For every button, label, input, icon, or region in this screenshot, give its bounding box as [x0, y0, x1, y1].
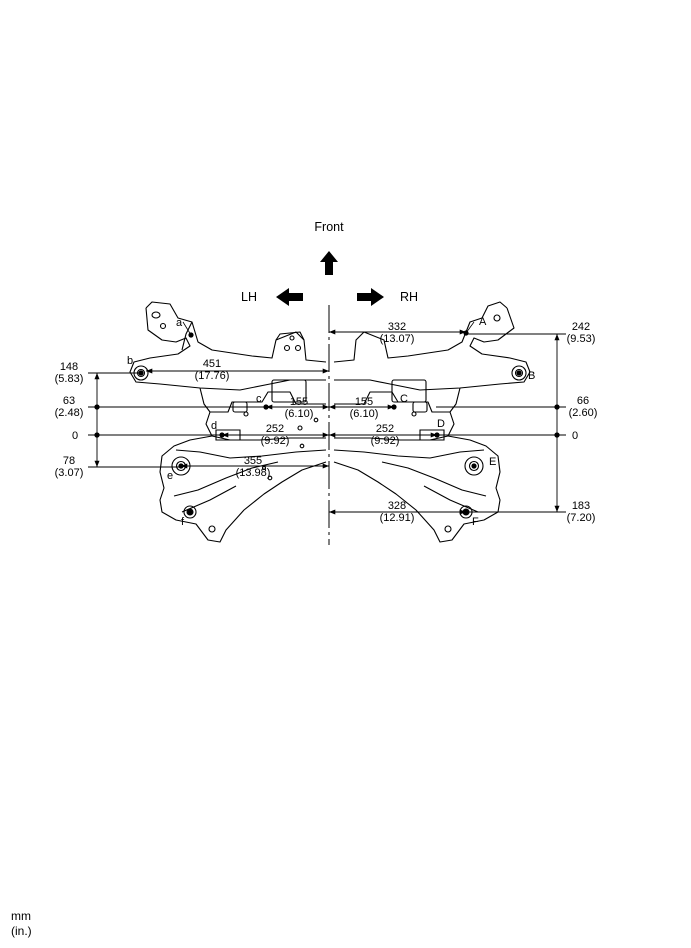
dim-252-left-in: (9.92) [261, 435, 290, 447]
point-a: a [176, 317, 183, 329]
point-D: D [437, 418, 445, 430]
point-labels: A B C D E F a b c d e f [127, 316, 535, 528]
dim-183-mm: 183 [572, 500, 590, 512]
point-d: d [211, 420, 217, 432]
point-C: C [400, 393, 408, 405]
rh-label: RH [400, 290, 418, 304]
point-F: F [472, 516, 479, 528]
dim-242-mm: 242 [572, 321, 590, 333]
leader-a [182, 321, 192, 336]
dim-451-in: (17.76) [195, 370, 230, 382]
dim-155-right-in: (6.10) [350, 408, 379, 420]
dim-155-left-mm: 155 [290, 396, 308, 408]
lh-label: LH [241, 290, 257, 304]
units-in: (in.) [11, 924, 32, 938]
dimension-labels: 332 (13.07) 242 (9.53) 148 (5.83) 451 (1… [55, 321, 598, 524]
dim-zero-left: 0 [72, 430, 78, 442]
dim-252-left-mm: 252 [266, 423, 284, 435]
horizontal-dimensions [146, 329, 466, 515]
dim-355-in: (13.98) [236, 467, 271, 479]
front-arrow-icon [320, 251, 338, 275]
dim-155-right-mm: 155 [355, 396, 373, 408]
dim-66-in: (2.60) [569, 407, 598, 419]
dim-zero-right: 0 [572, 430, 578, 442]
point-c: c [256, 393, 262, 405]
leader-A [465, 321, 475, 334]
right-vertical-dimensions [554, 334, 560, 512]
left-vertical-dimensions [94, 373, 100, 467]
dim-155-left-in: (6.10) [285, 408, 314, 420]
measurement-points [138, 330, 522, 515]
reference-lines [88, 333, 566, 513]
dim-63-in: (2.48) [55, 407, 84, 419]
point-B: B [528, 370, 535, 382]
front-label: Front [314, 220, 344, 234]
point-f: f [181, 516, 185, 528]
dim-66-mm: 66 [577, 395, 589, 407]
point-b: b [127, 355, 133, 367]
dim-148-mm: 148 [60, 361, 78, 373]
dim-78-in: (3.07) [55, 467, 84, 479]
dim-183-in: (7.20) [567, 512, 596, 524]
units-legend: mm (in.) [11, 909, 32, 939]
point-A: A [479, 316, 487, 328]
dim-252-right-in: (9.92) [371, 435, 400, 447]
dim-78-mm: 78 [63, 455, 75, 467]
dim-328-mm: 328 [388, 500, 406, 512]
dim-328-in: (12.91) [380, 512, 415, 524]
dim-242-in: (9.53) [567, 333, 596, 345]
units-mm: mm [11, 909, 31, 923]
dim-148-in: (5.83) [55, 373, 84, 385]
dim-451-mm: 451 [203, 358, 221, 370]
bushings [133, 365, 527, 519]
dim-252-right-mm: 252 [376, 423, 394, 435]
dim-332-in: (13.07) [380, 333, 415, 345]
dim-63-mm: 63 [63, 395, 75, 407]
point-e: e [167, 470, 173, 482]
point-E: E [489, 456, 496, 468]
crossmember-outline [129, 301, 531, 543]
dim-355-mm: 355 [244, 455, 262, 467]
dim-332-mm: 332 [388, 321, 406, 333]
right-arrow-icon [357, 288, 384, 306]
left-arrow-icon [276, 288, 303, 306]
